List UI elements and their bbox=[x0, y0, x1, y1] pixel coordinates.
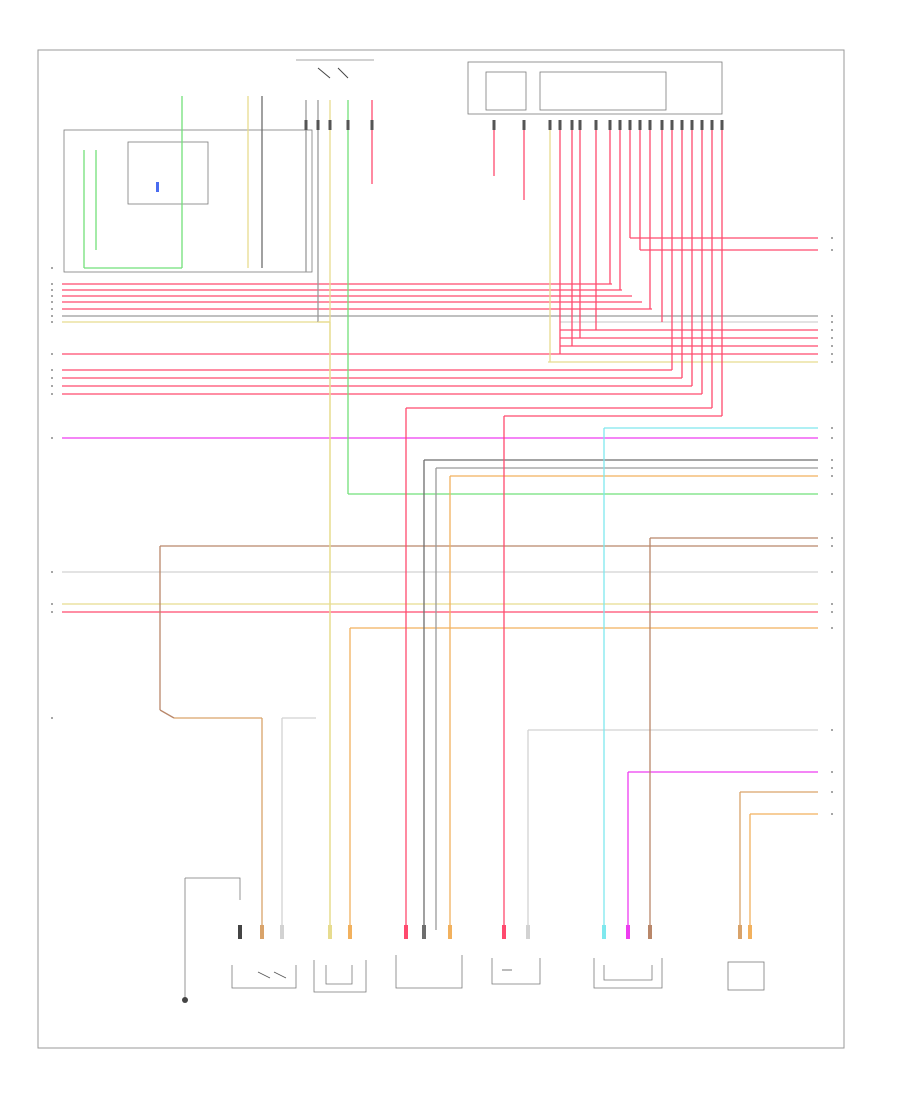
terminal-dot bbox=[831, 771, 833, 773]
pin-stub bbox=[602, 925, 606, 939]
pin-stub bbox=[648, 925, 652, 939]
terminal-dot bbox=[831, 611, 833, 613]
terminal-dot bbox=[831, 791, 833, 793]
vertical-wires bbox=[83, 96, 751, 930]
terminal-dot bbox=[51, 289, 53, 291]
terminal-dot bbox=[831, 571, 833, 573]
pin-stub bbox=[238, 925, 242, 939]
pin-stub bbox=[526, 925, 530, 939]
terminal-dot bbox=[831, 537, 833, 539]
pin-stub bbox=[448, 925, 452, 939]
terminal-dot bbox=[51, 315, 53, 317]
terminal-dot bbox=[831, 315, 833, 317]
fuel-tank-pressure-sensor bbox=[593, 958, 663, 989]
terminal-dot bbox=[51, 611, 53, 613]
pin-stub bbox=[548, 120, 552, 130]
pin-stub bbox=[710, 120, 714, 130]
top-left-switch-module bbox=[63, 129, 313, 273]
terminal-dot bbox=[831, 329, 833, 331]
pin-stub bbox=[370, 120, 374, 130]
pin-stub bbox=[660, 120, 664, 130]
pin-stub bbox=[348, 925, 352, 939]
pin-stub bbox=[670, 120, 674, 130]
terminal-dot bbox=[831, 353, 833, 355]
pin-stub bbox=[328, 120, 332, 130]
terminal-dot bbox=[51, 571, 53, 573]
pin-stub bbox=[304, 120, 308, 130]
pin-stub bbox=[492, 120, 496, 130]
terminal-dot bbox=[831, 545, 833, 547]
diagram-frame bbox=[37, 49, 845, 1049]
pin-stub bbox=[648, 120, 652, 130]
terminal-dot bbox=[831, 603, 833, 605]
terminal-dot bbox=[51, 603, 53, 605]
pin-stub bbox=[280, 925, 284, 939]
pin-stub bbox=[618, 120, 622, 130]
terminal-dot bbox=[51, 377, 53, 379]
pin-stub bbox=[570, 120, 574, 130]
fuel-level-sensor bbox=[313, 960, 367, 993]
terminal-dot bbox=[831, 467, 833, 469]
pin-stub bbox=[628, 120, 632, 130]
pin-stub bbox=[346, 120, 350, 130]
terminal-dot bbox=[51, 437, 53, 439]
terminal-dot bbox=[831, 345, 833, 347]
evap-vent-solenoid bbox=[491, 958, 541, 985]
fuse-block bbox=[467, 61, 723, 115]
pin-stub bbox=[626, 925, 630, 939]
pin-stub bbox=[608, 120, 612, 130]
terminal-dot bbox=[831, 361, 833, 363]
terminal-dot bbox=[51, 717, 53, 719]
ground-connector bbox=[182, 877, 241, 1003]
horizontal-wires bbox=[62, 237, 818, 815]
terminal-dot bbox=[831, 475, 833, 477]
terminal-dot bbox=[831, 249, 833, 251]
pin-stub bbox=[594, 120, 598, 130]
fuel-injector-unit bbox=[727, 961, 765, 991]
terminal-dot bbox=[831, 813, 833, 815]
terminal-dot bbox=[831, 493, 833, 495]
pin-stub bbox=[260, 925, 264, 939]
terminal-dot bbox=[831, 427, 833, 429]
terminal-dot bbox=[51, 295, 53, 297]
pin-stub bbox=[690, 120, 694, 130]
terminal-dot bbox=[51, 283, 53, 285]
pin-stub bbox=[578, 120, 582, 130]
pin-stub bbox=[748, 925, 752, 939]
pin-stub bbox=[404, 925, 408, 939]
pin-stub bbox=[720, 120, 724, 130]
pin-stub bbox=[558, 120, 562, 130]
terminal-dot bbox=[51, 353, 53, 355]
terminal-dot bbox=[51, 267, 53, 269]
terminal-dot bbox=[51, 385, 53, 387]
ignition-switch bbox=[296, 59, 374, 79]
terminal-dot bbox=[831, 459, 833, 461]
pin-stub bbox=[502, 925, 506, 939]
pin-stub bbox=[700, 120, 704, 130]
terminal-dot bbox=[831, 337, 833, 339]
terminal-dot bbox=[51, 321, 53, 323]
terminal-dot bbox=[51, 308, 53, 310]
pin-stub bbox=[680, 120, 684, 130]
pin-stub bbox=[316, 120, 320, 130]
pin-stub bbox=[422, 925, 426, 939]
terminal-dot bbox=[51, 301, 53, 303]
terminal-dot bbox=[831, 729, 833, 731]
evap-purge-solenoid bbox=[395, 955, 463, 989]
pin-stub bbox=[638, 120, 642, 130]
pin-stub bbox=[328, 925, 332, 939]
terminal-dot bbox=[831, 237, 833, 239]
wire-segment bbox=[159, 709, 175, 719]
terminal-dot bbox=[831, 321, 833, 323]
connector-pins bbox=[51, 120, 833, 939]
terminal-dot bbox=[831, 627, 833, 629]
terminal-dot bbox=[831, 437, 833, 439]
pin-stub bbox=[522, 120, 526, 130]
terminal-dot bbox=[51, 393, 53, 395]
terminal-dot bbox=[51, 369, 53, 371]
fuel-pump-module bbox=[231, 965, 297, 989]
pin-stub bbox=[738, 925, 742, 939]
